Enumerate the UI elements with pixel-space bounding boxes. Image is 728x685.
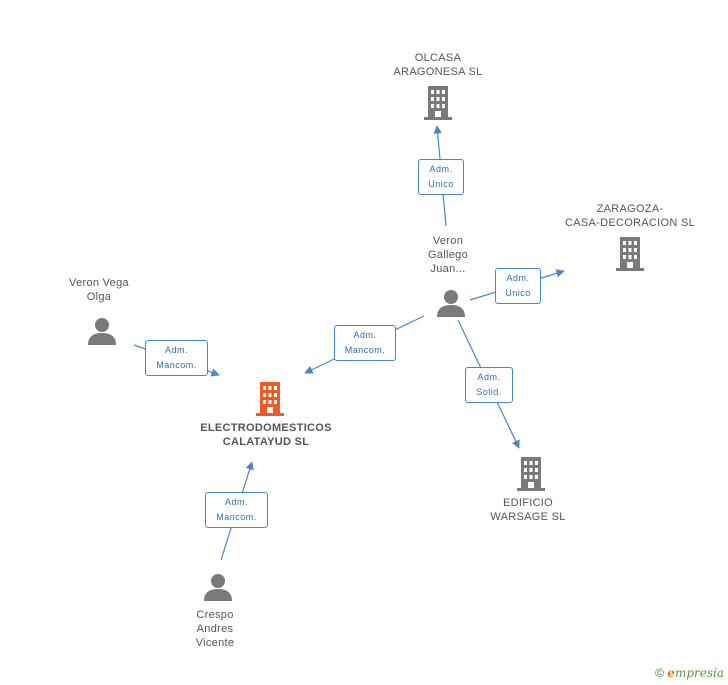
node-label-crespo[interactable]: Crespo Andres Vicente [175,608,255,650]
person-icon[interactable] [87,316,117,346]
node-label-line: Gallego [427,249,468,261]
node-label-line: Veron Vega [69,277,129,289]
node-label-line: OLCASA [414,52,462,64]
edge-label-electrodomesticos-gallego: Adm. Mancom. [334,325,396,361]
node-label-line: Juan... [430,263,466,275]
edge-label-line: Unico [428,179,454,189]
person-icon[interactable] [203,572,233,602]
node-label-line: CALATAYUD SL [222,436,310,448]
building-icon[interactable] [614,236,646,272]
edge-label-line: Mancom. [344,345,386,355]
footer-credit: © empresia [655,666,724,680]
node-label-line: ELECTRODOMESTICOS [200,422,332,434]
node-label-line: Olga [86,291,112,303]
node-label-zaragoza[interactable]: ZARAGOZA- CASA-DECORACION SL [560,202,700,230]
edge-label-zaragoza: Adm. Unico [495,268,541,304]
brand-logo: empresia [667,666,724,680]
edge-label-line: Mancom. [216,512,257,522]
node-label-line: ZARAGOZA- [596,203,664,215]
node-label-line: EDIFICIO [502,497,554,509]
edge-label-electrodomesticos-vega: Adm. Mancom. [145,340,208,376]
node-label-veron-vega[interactable]: Veron Vega Olga [49,276,149,304]
node-label-line: ARAGONESA SL [393,66,483,78]
building-icon[interactable] [254,381,286,417]
edge-label-line: Mancom. [156,360,197,370]
edge-label-line: Adm. [164,345,188,355]
brand-name: mpresia [674,666,724,680]
edge-label-line: Adm. [477,372,501,382]
edge-label-edificio: Adm. Solid. [465,367,513,403]
person-icon[interactable] [436,288,466,318]
node-label-line: Crespo [196,609,234,621]
node-label-edificio[interactable]: EDIFICIO WARSAGE SL [478,496,578,524]
node-label-veron-gallego[interactable]: Veron Gallego Juan... [408,234,488,276]
node-label-line: Vicente [195,637,235,649]
edge-label-line: Adm. [506,273,530,283]
copyright-symbol: © [655,666,664,680]
node-label-line: Andres [196,623,234,635]
edge-label-line: Unico [505,288,531,298]
edge-label-line: Solid. [476,387,502,397]
node-label-line: WARSAGE SL [490,511,566,523]
node-label-electrodomesticos[interactable]: ELECTRODOMESTICOS CALATAYUD SL [186,421,346,449]
brand-initial: e [667,666,675,680]
edge-label-line: Adm. [224,497,248,507]
building-icon[interactable] [515,456,547,492]
node-label-line: Veron [432,235,464,247]
edge-label-olcasa: Adm. Unico [418,159,464,195]
building-icon[interactable] [422,85,454,121]
edge-label-line: Adm. [429,164,453,174]
edge-label-electrodomesticos-crespo: Adm. Mancom. [205,492,268,528]
node-label-line: CASA-DECORACION SL [564,217,696,229]
node-label-olcasa[interactable]: OLCASA ARAGONESA SL [378,51,498,79]
edge-label-line: Adm. [353,330,377,340]
